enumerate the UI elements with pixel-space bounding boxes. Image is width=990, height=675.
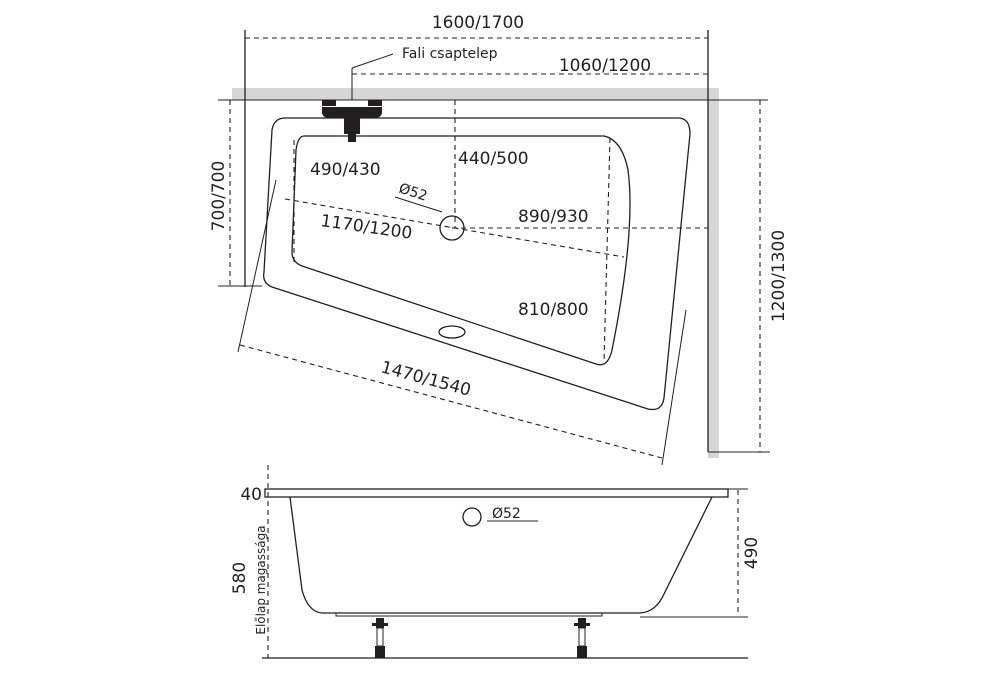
drain-diameter-label: Ø52 [397, 181, 429, 205]
base-plate [335, 612, 603, 617]
inner-right-dimension [603, 137, 611, 363]
drain-to-right-label: 890/930 [518, 207, 589, 227]
overflow-icon [462, 507, 482, 527]
top-view: 1600/1700 Fali csaptelep 1060/1200 700/7… [209, 13, 789, 466]
front-panel-caption: Előlap magassága [254, 525, 268, 634]
tub-depth-label: 490 [742, 537, 762, 569]
drain-position-label: 440/500 [458, 149, 529, 169]
tub-inner-basin [291, 135, 631, 366]
back-wall [232, 88, 718, 100]
tub-outer-rim [263, 117, 691, 411]
overall-width-label: 1600/1700 [432, 13, 524, 33]
inner-right-label: 810/800 [518, 300, 589, 320]
front-extension-left [237, 179, 277, 353]
faucet-icon [322, 100, 382, 142]
right-depth-label: 1200/1300 [769, 230, 789, 322]
faucet-leader [351, 53, 394, 69]
side-wall [708, 88, 719, 458]
front-panel-height-label: 580 [230, 562, 250, 594]
diagonal-inner-label: 1170/1200 [319, 211, 413, 244]
inner-left-label: 490/430 [310, 160, 381, 180]
tub-rim [264, 488, 729, 498]
leg-icon [574, 618, 590, 658]
front-extension-right [661, 309, 687, 466]
overflow-icon [438, 325, 466, 339]
rim-thickness-label: 40 [240, 485, 262, 505]
left-depth-label: 700/700 [209, 161, 229, 232]
overflow-diameter-label: Ø52 [492, 506, 521, 522]
faucet-offset-label: 1060/1200 [559, 56, 651, 76]
front-length-dimension [239, 344, 663, 459]
faucet-label: Fali csaptelep [402, 46, 498, 62]
drain-icon [439, 215, 465, 241]
drain-leader [394, 196, 443, 213]
leg-icon [372, 618, 388, 658]
side-view: 490 40 580 Előlap magassága Ø52 [230, 465, 762, 659]
